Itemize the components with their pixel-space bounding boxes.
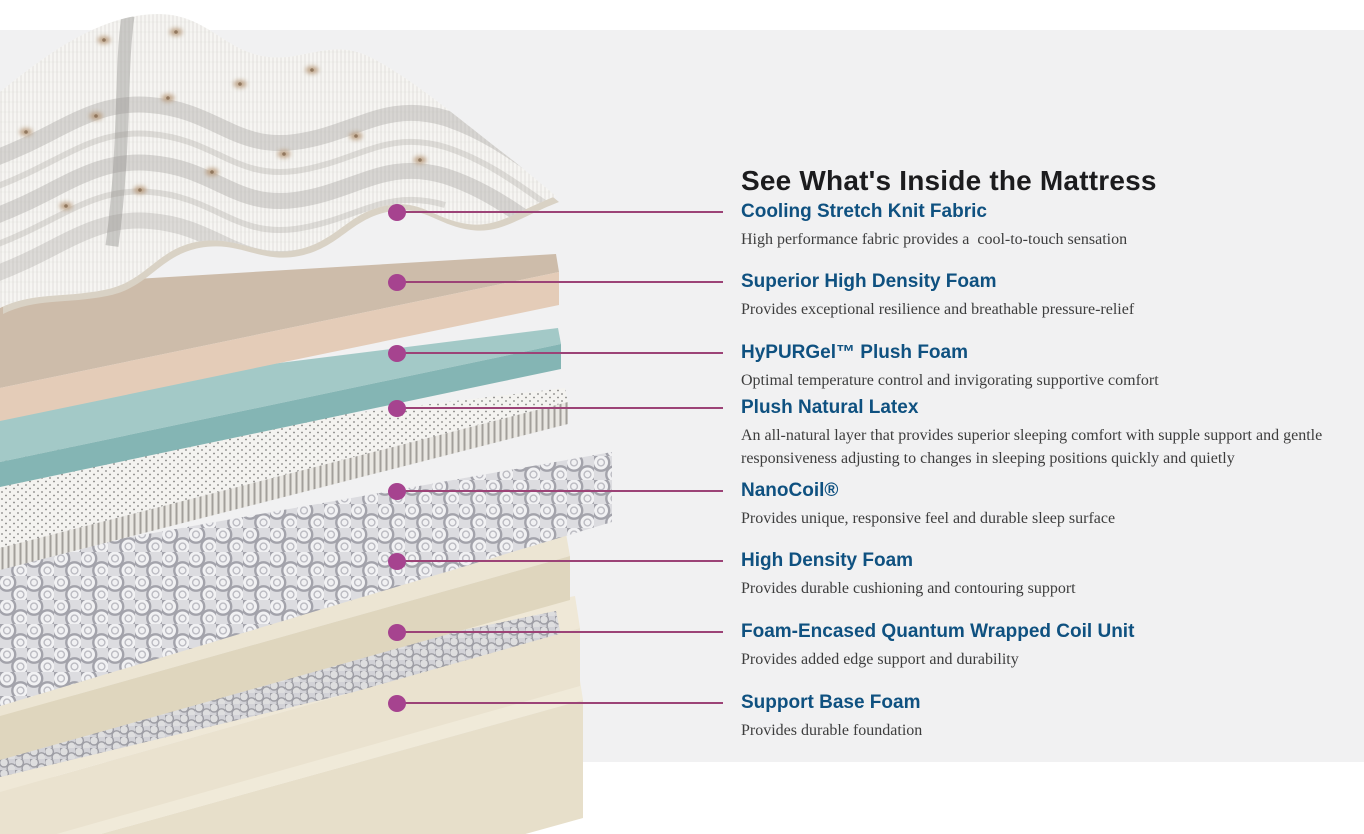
layer-title: High Density Foam [741,550,914,571]
page-title: See What's Inside the Mattress [741,164,1157,196]
layer-item-hypurgel-plush-foam: HyPURGel™ Plush Foam Optimal temperature… [741,341,1363,392]
marker-line-4 [397,407,723,409]
layer-graphic-natural-latex [0,388,568,570]
marker-line-5 [397,490,723,492]
layer-description: Optimal temperature control and invigora… [741,372,1159,389]
layer-graphic-hypurgel-foam [0,328,561,487]
layer-title: Foam-Encased Quantum Wrapped Coil Unit [741,621,1135,642]
mattress-illustration [0,14,612,834]
marker-dot-4 [388,400,406,417]
layer-description: Provides unique, responsive feel and dur… [741,510,1116,527]
layer-title: HyPURGel™ Plush Foam [741,342,968,363]
marker-line-3 [397,352,723,354]
layer-description: Provides durable cushioning and contouri… [741,580,1076,597]
layer-description: High performance fabric provides a cool-… [741,231,1128,248]
layer-item-cooling-stretch-knit-fabric: Cooling Stretch Knit Fabric High perform… [741,200,1363,251]
marker-dot-6 [388,553,406,570]
layer-item-plush-natural-latex: Plush Natural Latex An all-natural layer… [741,396,1363,470]
layer-title: Plush Natural Latex [741,397,919,418]
marker-dot-7 [388,624,406,641]
marker-line-6 [397,560,723,562]
marker-dot-3 [388,345,406,362]
marker-dot-8 [388,695,406,712]
marker-line-1 [397,211,723,213]
layer-description: Provides durable foundation [741,722,923,739]
layer-item-superior-high-density-foam: Superior High Density Foam Provides exce… [741,270,1363,321]
marker-line-7 [397,631,723,633]
marker-line-2 [397,281,723,283]
layer-title: Cooling Stretch Knit Fabric [741,201,987,222]
layer-title: Superior High Density Foam [741,271,997,292]
layer-graphic-nanocoil [0,452,612,706]
layer-item-support-base-foam: Support Base Foam Provides durable found… [741,691,1363,742]
marker-dot-2 [388,274,406,291]
layer-item-nanocoil: NanoCoil® Provides unique, responsive fe… [741,479,1363,530]
marker-dot-1 [388,204,406,221]
layer-item-high-density-foam: High Density Foam Provides durable cushi… [741,549,1363,600]
layer-description: Provides exceptional resilience and brea… [741,301,1135,318]
layer-title: NanoCoil® [741,480,839,501]
layer-description: An all-natural layer that provides super… [741,427,1327,467]
marker-line-8 [397,702,723,704]
layer-graphic-superior-foam [0,254,559,421]
marker-dot-5 [388,483,406,500]
layer-item-foam-encased-coil-unit: Foam-Encased Quantum Wrapped Coil Unit P… [741,620,1363,671]
layer-description: Provides added edge support and durabili… [741,651,1019,668]
layer-title: Support Base Foam [741,692,921,713]
layer-graphic-coil-unit [0,596,580,834]
